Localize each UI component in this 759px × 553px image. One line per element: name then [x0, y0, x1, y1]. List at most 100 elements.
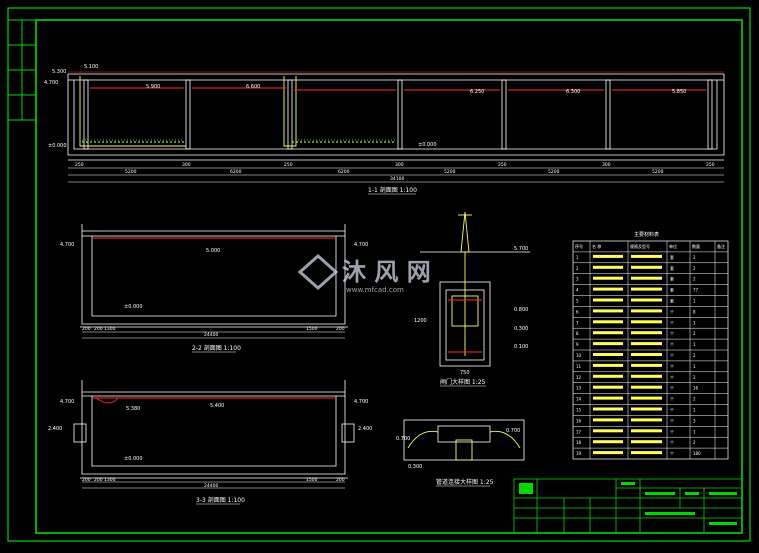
- table-cell-mark: [593, 429, 623, 433]
- svg-text:200: 200: [94, 477, 103, 483]
- gate-detail-title: 闸门大样图 1:25: [440, 378, 486, 386]
- watermark-logo-icon: [297, 253, 339, 291]
- table-cell: 1: [693, 364, 696, 369]
- table-cell: 12: [576, 375, 582, 380]
- gate-dim-bottom: 750: [460, 370, 470, 376]
- table-cell-mark: [593, 265, 623, 269]
- table-cell: 个: [670, 331, 674, 336]
- table-cell: 18: [576, 440, 582, 445]
- table-cell: 3: [576, 277, 579, 282]
- pipe-detail-title: 管道连接大样图 1:25: [436, 478, 494, 486]
- table-cell: 个: [670, 320, 674, 325]
- gate-elev-mid: 0.800: [514, 307, 528, 313]
- table-cell-mark: [593, 396, 623, 400]
- table-cell: 个: [670, 408, 674, 413]
- table-cell: 77: [693, 288, 699, 293]
- table-cell-mark: [593, 309, 623, 313]
- table-cell: 个: [670, 429, 674, 434]
- svg-text:200: 200: [336, 477, 345, 483]
- section-1-1-dims: [68, 167, 724, 183]
- table-cell: 个: [670, 375, 674, 380]
- svg-text:250: 250: [75, 162, 84, 168]
- s33-elev-right: 4.700: [354, 399, 368, 405]
- section-1-1-dim-text: 250 300 250 300 250 300 250 5200 6200 62…: [75, 162, 715, 182]
- table-cell: 2: [693, 440, 696, 445]
- elev-top-b: 5.100: [84, 64, 98, 70]
- table-cell-mark: [593, 276, 623, 280]
- table-cell: 17: [576, 429, 582, 434]
- table-cell: 套: [670, 276, 674, 282]
- table-cell-mark: [631, 418, 662, 422]
- table-cell: 15: [576, 408, 582, 413]
- svg-text:200: 200: [94, 326, 103, 332]
- table-cell: 个: [670, 397, 674, 402]
- svg-text:5200: 5200: [652, 169, 664, 175]
- section-1-1-water-lines: [68, 71, 724, 91]
- table-cell-mark: [631, 342, 662, 346]
- table-cell: 套: [670, 287, 674, 293]
- table-cell-mark: [593, 451, 623, 455]
- table-header-cell: 备注: [717, 243, 725, 249]
- table-cell-mark: [631, 374, 662, 378]
- table-cell: 2: [693, 375, 696, 380]
- table-cell-mark: [631, 298, 662, 302]
- s33-elev-water-a: 5.380: [126, 406, 140, 412]
- gate-detail: 5.700 0.800 0.300 0.100 1200 750 闸门大样图 1…: [414, 211, 530, 387]
- svg-text:200: 200: [82, 477, 91, 483]
- svg-text:5200: 5200: [548, 169, 560, 175]
- table-cell: 1: [693, 299, 696, 304]
- watermark: 沐 风 网 www.mfcad.com: [297, 253, 431, 294]
- table-header-cell: 名 称: [592, 243, 601, 249]
- table-cell: 16: [576, 418, 582, 423]
- svg-text:200: 200: [336, 326, 345, 332]
- section-3-3: 4.700 4.700 5.380 5.400 2.400 2.400 ±0.0…: [48, 380, 372, 505]
- svg-text:1300: 1300: [104, 326, 116, 332]
- s33-elev-side-right: 2.400: [358, 426, 372, 432]
- gate-elev-base: 0.100: [514, 344, 528, 350]
- elev-water-1: 5.900: [146, 84, 160, 90]
- title-block: [513, 478, 743, 534]
- table-cell-mark: [631, 254, 662, 258]
- section-2-2: 4.700 4.700 5.000 ±0.000 200 200 1300 15…: [60, 224, 368, 353]
- section-1-1: 5.300 5.100 4.700 5.900 6.600 6.250 6.30…: [44, 64, 725, 195]
- table-cell-mark: [593, 331, 623, 335]
- table-header-cell: 数量: [692, 243, 700, 249]
- svg-text:24400: 24400: [204, 483, 218, 489]
- svg-text:200: 200: [82, 326, 91, 332]
- table-cell: 2: [693, 397, 696, 402]
- s33-elev-left: 4.700: [60, 399, 74, 405]
- s33-elev-bottom: ±0.000: [124, 456, 143, 462]
- elev-water-4: 6.300: [566, 89, 580, 95]
- table-cell: 5: [576, 299, 579, 304]
- section-1-1-title: 1-1 剖面图 1:100: [368, 186, 417, 194]
- section-3-3-title: 3-3 剖面图 1:100: [196, 496, 245, 504]
- table-cell: 1: [693, 429, 696, 434]
- table-cell-mark: [593, 407, 623, 411]
- s22-elev-left: 4.700: [60, 242, 74, 248]
- table-cell: 11: [576, 364, 582, 369]
- table-cell: 14: [576, 397, 582, 402]
- table-cell-mark: [631, 385, 662, 389]
- section-2-2-walls: [80, 224, 348, 328]
- left-binding-strip: [7, 19, 37, 121]
- s22-elev-water: 5.000: [206, 248, 220, 254]
- svg-text:34100: 34100: [390, 176, 404, 182]
- section-2-2-title: 2-2 剖面图 1:100: [192, 344, 241, 352]
- title-block-text-marks: [519, 482, 737, 525]
- elev-bottom-mid: ±0.000: [418, 142, 437, 148]
- table-cell: 个: [670, 309, 674, 314]
- gate-dim-side: 1200: [414, 318, 427, 324]
- table-cell-mark: [631, 309, 662, 313]
- table-cell-mark: [593, 254, 623, 258]
- table-cell: 个: [670, 364, 674, 369]
- table-cell-mark: [631, 429, 662, 433]
- table-cell: 180: [693, 451, 701, 456]
- elev-water-2: 6.600: [246, 84, 260, 90]
- elev-water-5: 5.850: [672, 89, 686, 95]
- svg-text:5200: 5200: [125, 169, 137, 175]
- svg-text:1500: 1500: [306, 326, 318, 332]
- svg-text:24400: 24400: [204, 332, 218, 338]
- table-cell-mark: [593, 287, 623, 291]
